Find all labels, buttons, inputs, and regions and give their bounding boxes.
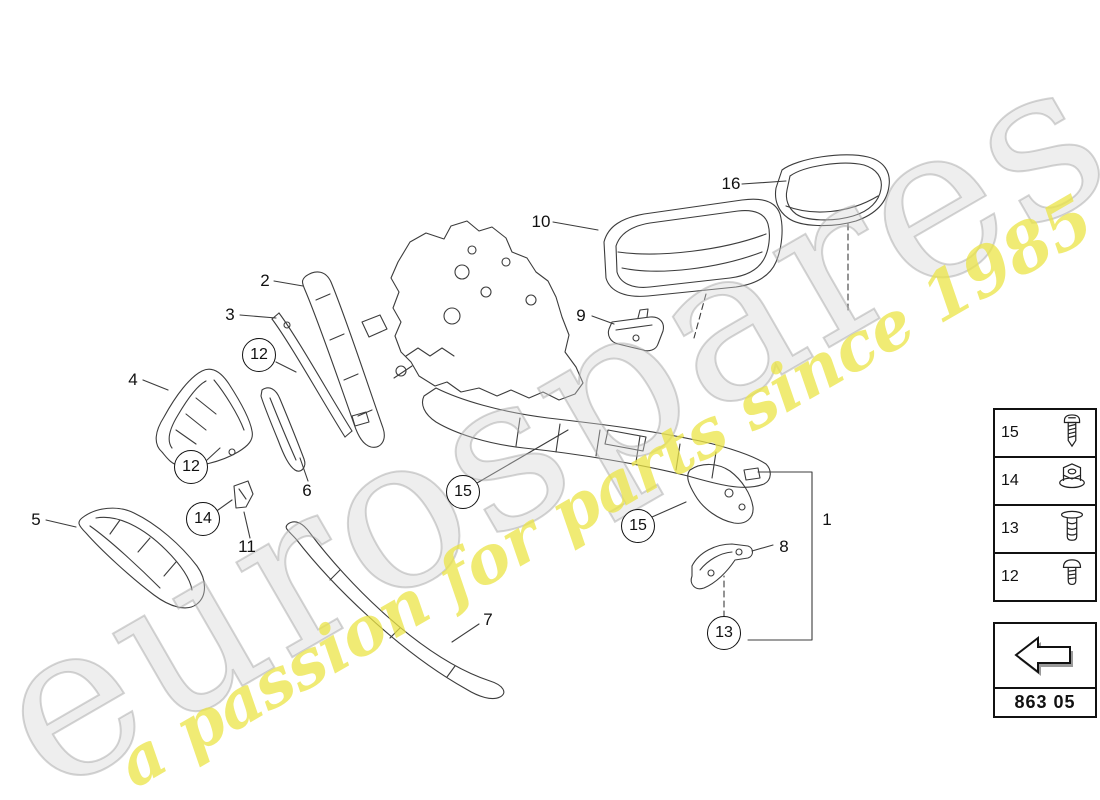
callout-4[interactable]: 4 bbox=[128, 370, 138, 389]
dashed-reference-lines bbox=[693, 223, 849, 618]
callout-circled-15-a[interactable]: 15 bbox=[446, 475, 480, 509]
armrest-lid-part-10 bbox=[603, 198, 783, 297]
trim-part-4 bbox=[155, 368, 253, 467]
callout-7[interactable]: 7 bbox=[483, 610, 493, 629]
hardware-number: 14 bbox=[1001, 472, 1019, 489]
diagram-code-box[interactable]: 863 05 bbox=[993, 622, 1097, 718]
callout-1[interactable]: 1 bbox=[822, 510, 832, 529]
bracket-part-9 bbox=[607, 308, 664, 352]
callout-8[interactable]: 8 bbox=[779, 537, 789, 556]
pillar-trim-part-3 bbox=[271, 312, 353, 438]
hardware-number: 12 bbox=[1001, 568, 1019, 585]
callout-circled-15-b[interactable]: 15 bbox=[621, 509, 655, 543]
hardware-row-15[interactable]: 15 bbox=[995, 410, 1095, 458]
round-head-screw-icon bbox=[1055, 555, 1089, 600]
callout-9[interactable]: 9 bbox=[576, 306, 586, 325]
flange-nut-icon bbox=[1055, 459, 1089, 504]
callout-circled-13[interactable]: 13 bbox=[707, 616, 741, 650]
hardware-row-12[interactable]: 12 bbox=[995, 554, 1095, 600]
pillar-trim-part-2 bbox=[301, 271, 385, 448]
push-rivet-icon bbox=[1055, 507, 1089, 552]
callout-2[interactable]: 2 bbox=[260, 271, 270, 290]
callout-11[interactable]: 11 bbox=[238, 537, 256, 556]
callout-6[interactable]: 6 bbox=[302, 481, 312, 500]
part-1-bracket-line bbox=[747, 471, 813, 641]
hardware-legend-panel: 15 14 bbox=[993, 408, 1097, 602]
sill-trim-part-5 bbox=[78, 507, 206, 609]
clip-part-11 bbox=[233, 480, 254, 509]
hardware-number: 15 bbox=[1001, 424, 1019, 441]
hardware-row-13[interactable]: 13 bbox=[995, 506, 1095, 554]
hardware-row-14[interactable]: 14 bbox=[995, 458, 1095, 506]
callout-5[interactable]: 5 bbox=[31, 510, 41, 529]
callout-16[interactable]: 16 bbox=[721, 174, 741, 193]
callout-circled-14[interactable]: 14 bbox=[186, 502, 220, 536]
diagram-code: 863 05 bbox=[995, 687, 1095, 716]
strip-part-6 bbox=[260, 387, 306, 472]
bracket-part-8 bbox=[690, 543, 754, 590]
leader-lines bbox=[45, 180, 787, 643]
center-console-assembly bbox=[351, 220, 771, 524]
cushion-part-16 bbox=[774, 154, 890, 227]
sill-strip-part-7 bbox=[285, 521, 505, 700]
callout-10[interactable]: 10 bbox=[531, 212, 551, 231]
pan-head-screw-icon bbox=[1055, 411, 1089, 456]
direction-arrow-icon bbox=[995, 624, 1095, 687]
hardware-number: 13 bbox=[1001, 520, 1019, 537]
callout-circled-12-b[interactable]: 12 bbox=[174, 450, 208, 484]
callout-circled-12-a[interactable]: 12 bbox=[242, 338, 276, 372]
callout-3[interactable]: 3 bbox=[225, 305, 235, 324]
